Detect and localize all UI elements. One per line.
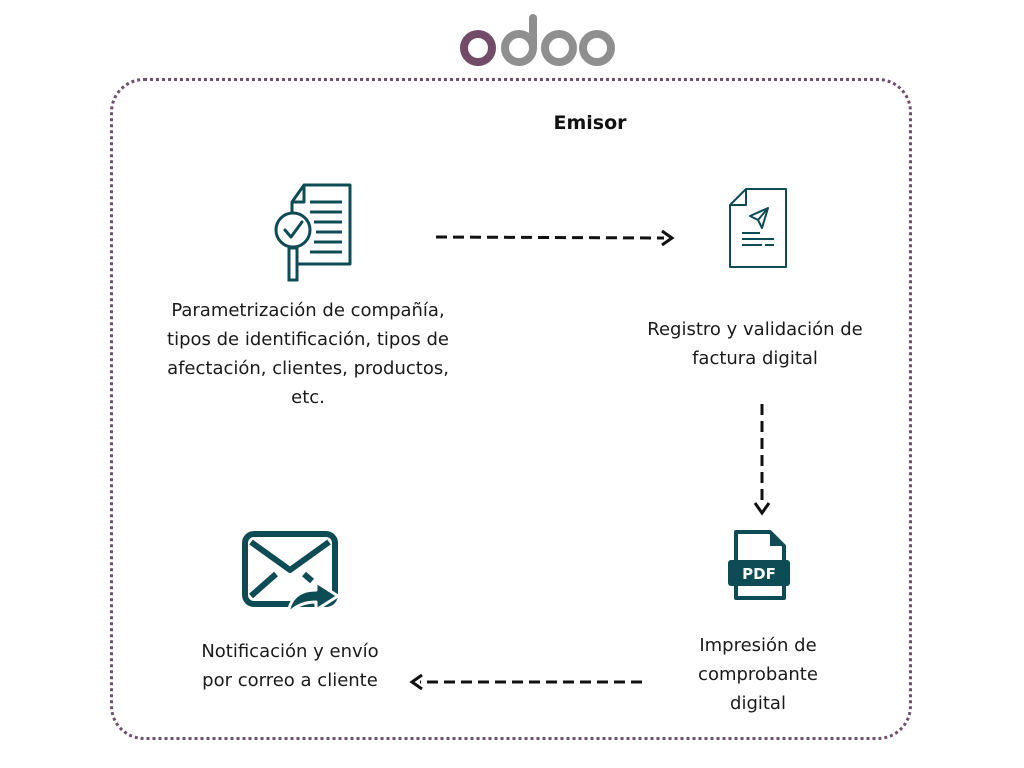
arrow-step1-to-step2 bbox=[435, 229, 675, 247]
step-2-label: Registro y validación de factura digital bbox=[647, 319, 863, 369]
document-send-icon bbox=[729, 188, 787, 268]
email-forward-icon bbox=[242, 531, 340, 616]
document-check-icon bbox=[274, 183, 352, 282]
pdf-file-icon: PDF bbox=[728, 530, 790, 600]
pdf-badge: PDF bbox=[742, 565, 776, 583]
step-4-label: Notificación y envío por correo a client… bbox=[201, 641, 379, 691]
step-3-label: Impresión de comprobante digital bbox=[698, 635, 818, 714]
odoo-logo bbox=[460, 14, 615, 66]
emisor-frame bbox=[110, 78, 912, 740]
step-1-label: Parametrización de compañía, tipos de id… bbox=[167, 300, 449, 408]
diagram-title: Emisor bbox=[553, 112, 627, 134]
arrow-step3-to-step4 bbox=[409, 673, 642, 691]
arrow-step2-to-step3 bbox=[753, 404, 771, 516]
